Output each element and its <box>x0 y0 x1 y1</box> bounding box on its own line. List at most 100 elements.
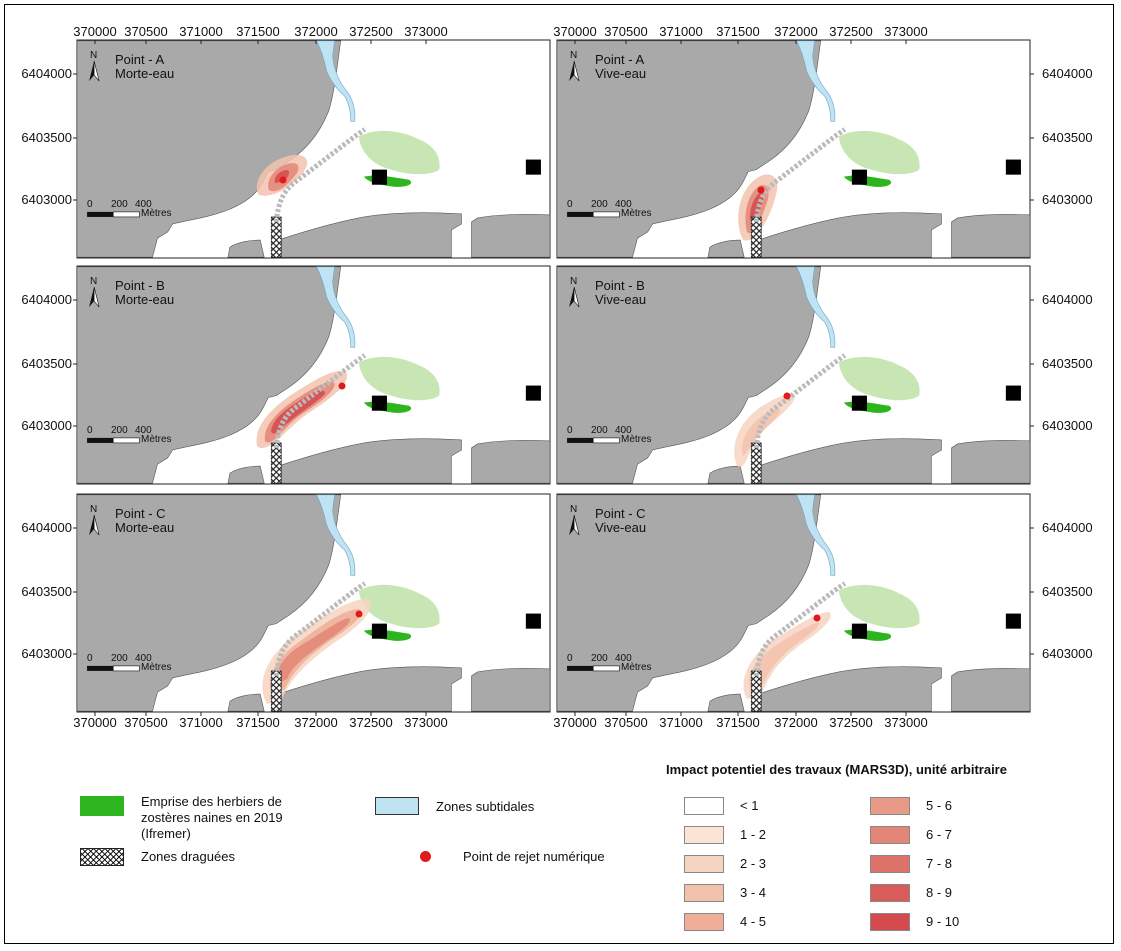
scale-bar-label: 400 <box>615 425 632 436</box>
scale-bar-label: Mètres <box>621 208 652 219</box>
right-axis-tick: 6403000 <box>1042 646 1093 661</box>
bottom-axis-tick: 371500 <box>716 715 759 730</box>
panel-tide-label: Vive-eau <box>595 520 646 535</box>
impact-class-swatch <box>870 826 910 844</box>
top-axis-tick: 372500 <box>349 24 392 39</box>
left-axis-tick: 6404000 <box>21 520 72 535</box>
top-axis-tick: 373000 <box>404 24 447 39</box>
left-axis-tick: 6404000 <box>21 292 72 307</box>
panel-point-label: Point - B <box>115 278 165 293</box>
dredged-label: Zones draguées <box>141 849 235 864</box>
scale-bar-label: 200 <box>111 425 128 436</box>
subtidal-label: Zones subtidales <box>436 799 535 814</box>
left-axis-tick: 6403000 <box>21 418 72 433</box>
impact-plume <box>749 622 820 689</box>
panel-tide-label: Morte-eau <box>115 292 174 307</box>
scale-bar-label: 0 <box>567 199 573 210</box>
release-point <box>279 176 287 184</box>
impact-class-swatch <box>684 797 724 815</box>
left-axis-tick: 6403000 <box>21 192 72 207</box>
right-axis-tick: 6403500 <box>1042 356 1093 371</box>
bottom-axis-tick: 373000 <box>404 715 447 730</box>
top-axis-tick: 371500 <box>716 24 759 39</box>
scale-bar-label: 400 <box>135 653 152 664</box>
north-label: N <box>90 504 97 515</box>
top-axis-tick: 372000 <box>294 24 337 39</box>
impact-class-swatch <box>684 855 724 873</box>
top-axis-tick: 370500 <box>124 24 167 39</box>
top-axis-tick: 371000 <box>659 24 702 39</box>
bottom-axis-tick: 370500 <box>124 715 167 730</box>
panel-tide-label: Vive-eau <box>595 66 646 81</box>
north-label: N <box>570 276 577 287</box>
scale-bar-label: 200 <box>111 199 128 210</box>
impact-plume <box>734 393 796 467</box>
impact-class-label: 4 - 5 <box>740 914 767 929</box>
bottom-axis-tick: 373000 <box>884 715 927 730</box>
seagrass-label: Emprise des herbiers de zostères naines … <box>141 794 283 841</box>
right-axis-tick: 6404000 <box>1042 292 1093 307</box>
north-label: N <box>90 276 97 287</box>
impact-class-swatch <box>684 884 724 902</box>
scale-bar-label: Mètres <box>621 662 652 673</box>
bottom-axis-tick: 370000 <box>73 715 116 730</box>
left-axis-tick: 6403000 <box>21 646 72 661</box>
scale-bar-label: 0 <box>87 425 93 436</box>
bottom-axis-tick: 370500 <box>604 715 647 730</box>
panel-point-label: Point - A <box>115 52 164 67</box>
scale-bar-label: 200 <box>111 653 128 664</box>
release-point <box>338 382 346 390</box>
left-axis-tick: 6403500 <box>21 356 72 371</box>
north-label: N <box>570 504 577 515</box>
impact-class-label: 8 - 9 <box>926 885 953 900</box>
bottom-axis-tick: 372500 <box>349 715 392 730</box>
panel-tide-label: Morte-eau <box>115 520 174 535</box>
scale-bar-label: 0 <box>567 425 573 436</box>
top-axis-tick: 372500 <box>829 24 872 39</box>
impact-class-swatch <box>870 913 910 931</box>
north-label: N <box>90 50 97 61</box>
dredged-swatch <box>80 848 124 866</box>
impact-class-label: < 1 <box>740 798 759 813</box>
impact-class-label: 9 - 10 <box>926 914 960 929</box>
impact-class-swatch <box>870 797 910 815</box>
bottom-axis-tick: 371500 <box>236 715 279 730</box>
scale-bar-label: 0 <box>87 653 93 664</box>
scale-bar-label: 0 <box>87 199 93 210</box>
panel-tide-label: Morte-eau <box>115 66 174 81</box>
scale-bar-label: 400 <box>135 199 152 210</box>
scale-bar-label: Mètres <box>141 434 172 445</box>
release-point <box>813 614 821 622</box>
bottom-axis-tick: 372000 <box>294 715 337 730</box>
impact-class-label: 7 - 8 <box>926 856 953 871</box>
impact-plume <box>276 618 351 684</box>
top-axis-tick: 370000 <box>553 24 596 39</box>
top-axis-tick: 373000 <box>884 24 927 39</box>
bottom-axis-tick: 372000 <box>774 715 817 730</box>
impact-class-label: 6 - 7 <box>926 827 953 842</box>
impact-class-swatch <box>870 855 910 873</box>
release-point <box>355 610 363 618</box>
right-axis-tick: 6403000 <box>1042 418 1093 433</box>
scale-bar-label: 200 <box>591 199 608 210</box>
impact-class-swatch <box>684 826 724 844</box>
top-axis-tick: 371000 <box>179 24 222 39</box>
release-point-icon <box>420 851 431 862</box>
scale-bar-label: 400 <box>615 653 632 664</box>
scale-bar-label: Mètres <box>621 434 652 445</box>
figure-frame <box>4 4 1114 944</box>
bottom-axis-tick: 370000 <box>553 715 596 730</box>
release-point-label: Point de rejet numérique <box>463 849 605 864</box>
top-axis-tick: 370500 <box>604 24 647 39</box>
bottom-axis-tick: 371000 <box>179 715 222 730</box>
scale-bar-label: 400 <box>135 425 152 436</box>
panel-point-label: Point - B <box>595 278 645 293</box>
impact-legend-title: Impact potentiel des travaux (MARS3D), u… <box>666 762 1007 777</box>
scale-bar-label: 400 <box>615 199 632 210</box>
right-axis-tick: 6404000 <box>1042 66 1093 81</box>
seagrass-swatch <box>80 796 124 816</box>
impact-class-label: 3 - 4 <box>740 885 767 900</box>
